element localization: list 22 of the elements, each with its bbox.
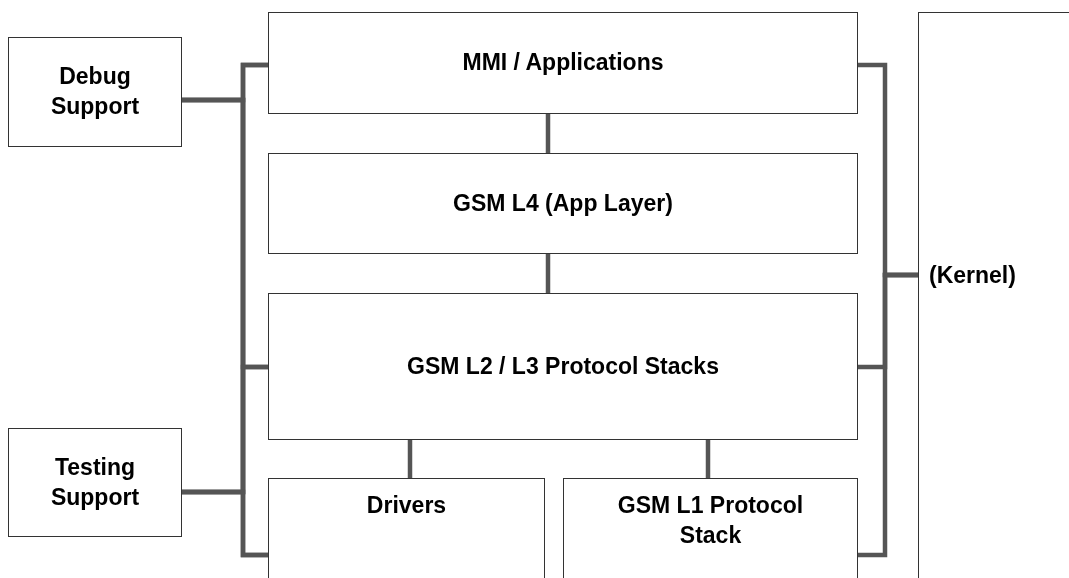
block-box bbox=[918, 12, 1069, 578]
block-label: Testing Support bbox=[49, 452, 141, 512]
block-box bbox=[268, 153, 858, 254]
connector-line bbox=[545, 114, 551, 153]
block-box bbox=[268, 478, 545, 578]
block-label: Debug Support bbox=[49, 62, 141, 121]
connector-line bbox=[545, 254, 551, 293]
block-label: MMI / Applications bbox=[462, 48, 664, 78]
connector-line bbox=[705, 440, 711, 478]
block-label: GSM L4 (App Layer) bbox=[453, 188, 673, 218]
block-label: Drivers bbox=[366, 491, 447, 520]
block-label: GSM L2 / L3 Protocol Stacks bbox=[407, 351, 719, 381]
block-box bbox=[268, 293, 858, 440]
block-label: (Kernel) bbox=[929, 261, 1017, 290]
connector-line bbox=[858, 272, 918, 558]
block-box bbox=[8, 428, 182, 537]
block-box bbox=[563, 478, 858, 578]
connector-line bbox=[407, 440, 413, 478]
block-label: GSM L1 Protocol Stack bbox=[616, 491, 805, 550]
connector-line bbox=[182, 489, 268, 558]
block-box bbox=[268, 12, 858, 114]
block-box bbox=[8, 37, 182, 147]
